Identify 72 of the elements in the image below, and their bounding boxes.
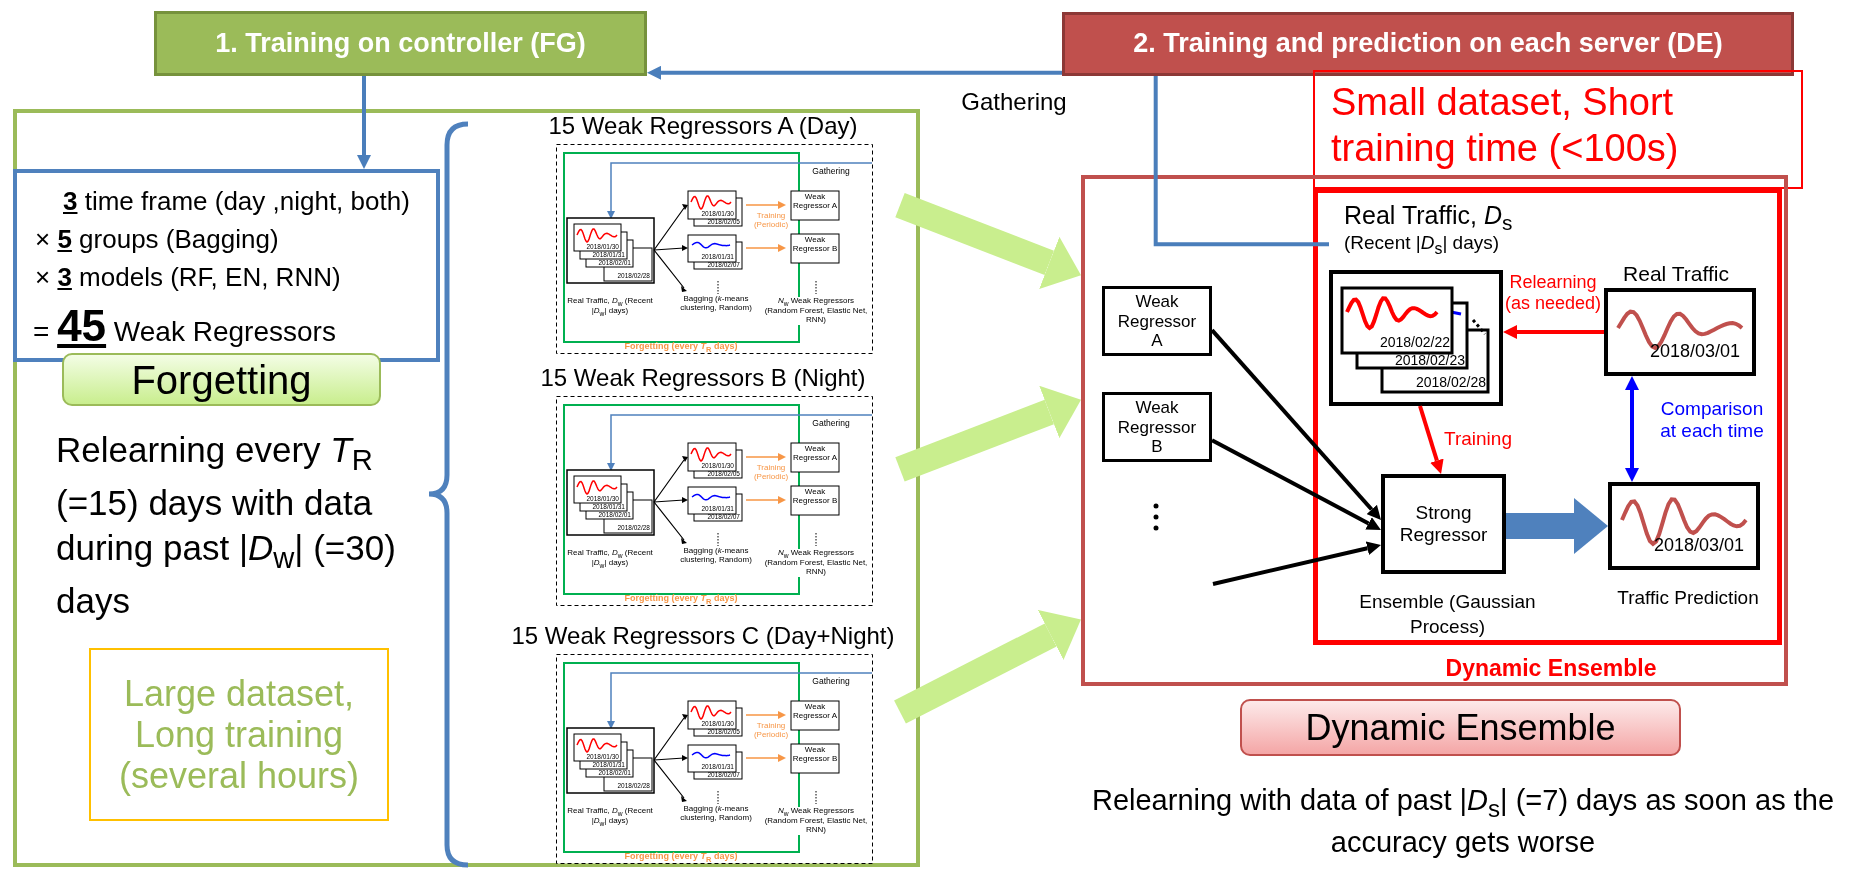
description-text: Ensemble (Gaussian Process) [1358, 590, 1537, 639]
description-text: Traffic Prediction [1616, 586, 1760, 610]
label-text: Real Traffic, D$_{w}$ (Recent |D$_{w}$| days) [566, 297, 654, 317]
note-box [1313, 70, 1803, 189]
label-text: Training (Periodic) [752, 212, 790, 230]
label-text: Weak Regressor B [791, 236, 839, 254]
label-text: Weak Regressor A [792, 703, 838, 721]
label-text: Forgetting (every T$_{R}$ days) [623, 342, 739, 355]
banner-title: 1. Training on controller (FG) [214, 28, 587, 59]
block-arrow [1506, 498, 1608, 554]
section-heading: 15 Weak Regressors A (Day) [548, 112, 858, 140]
box-label: Dynamic Ensemble [1304, 706, 1617, 749]
arrow [1212, 541, 1382, 586]
process-box [1102, 286, 1212, 356]
arrow [1211, 438, 1381, 530]
label-text: N$_{w}$ Weak Regressors (Random Forest, Elastic Net, RNN) [764, 297, 868, 325]
process-box [1102, 392, 1212, 462]
date-text: 2018/02/22 [1378, 335, 1450, 349]
heading-text: Real Traffic [1622, 262, 1730, 287]
label-text: Bagging (k-means clustering, Random) [679, 295, 753, 313]
arrow [1625, 376, 1639, 482]
section-heading: 15 Weak Regressors B (Night) [540, 364, 866, 392]
label-text: N$_{w}$ Weak Regressors (Random Forest, Elastic Net, RNN) [764, 807, 868, 835]
caption-text: Dynamic Ensemble [1444, 655, 1658, 682]
arrow [647, 65, 1062, 80]
label-text: Real Traffic, D$_{w}$ (Recent |D$_{w}$| days) [566, 549, 654, 569]
header-banner [1062, 12, 1794, 76]
info-text: × 5 groups (Bagging) [35, 225, 279, 255]
description-text: Relearning every T$_{R}$ (=15) days with data during past |D$_{w}$| (=30) days [56, 429, 397, 623]
note-box [89, 648, 389, 821]
date-text: 2018/03/01 [1652, 536, 1744, 554]
panel-frame [13, 109, 920, 867]
heading-text: (Recent |D$_{s}$| days) [1344, 232, 1500, 258]
label-text: Forgetting (every T$_{R}$ days) [623, 852, 739, 865]
date-text: 2018/03/01 [1648, 342, 1740, 360]
description-text: Relearning with data of past |D$_{s}$| (=7) days as soon as the accuracy gets worse [1090, 783, 1836, 861]
label-text: Real Traffic, D$_{w}$ (Recent |D$_{w}$| days) [566, 807, 654, 827]
arrow [1418, 405, 1444, 474]
label-text: Weak Regressor A [792, 193, 838, 211]
label-text: Bagging (k-means clustering, Random) [679, 547, 753, 565]
info-text: 3 time frame (day ,night, both) [63, 187, 410, 217]
box-label: Large dataset, Long training (several hours) [117, 672, 361, 797]
label-text: Weak Regressor B [791, 488, 839, 506]
label-text: Bagging (k-means clustering, Random) [679, 805, 753, 823]
box-label: Weak Regressor B [1116, 397, 1198, 457]
label-text: Gathering [811, 677, 851, 687]
block-arrow [894, 610, 1081, 724]
info-text: × 3 models (RF, EN, RNN) [35, 263, 341, 293]
label-text: Training (Periodic) [752, 722, 790, 740]
connector-line [1153, 76, 1329, 247]
edge-label: Relearning (as needed) [1503, 272, 1603, 314]
arrow [1210, 328, 1381, 520]
info-text: = 45 Weak Regressors [33, 301, 336, 352]
label-text: N$_{w}$ Weak Regressors (Random Forest, Elastic Net, RNN) [764, 549, 868, 577]
date-text: 2018/02/28 [1414, 375, 1486, 389]
banner-title: 2. Training and prediction on each server (DE) [1132, 28, 1724, 60]
label-text: Training (Periodic) [752, 464, 790, 482]
heading-text: Real Traffic, D$_{s}$ [1344, 201, 1513, 235]
box-label: Strong Regressor [1398, 502, 1489, 546]
section-heading: 15 Weak Regressors C (Day+Night) [511, 622, 895, 650]
label-text: Gathering [811, 167, 851, 177]
box-label: Weak Regressor A [1116, 291, 1198, 351]
label-text: Gathering [811, 419, 851, 429]
label-text: Weak Regressor A [792, 445, 838, 463]
arrow [357, 76, 371, 169]
date-text: 2018/02/23 [1393, 353, 1465, 367]
label-text: Weak Regressor B [791, 746, 839, 764]
note-text: Small dataset, Short training time (<100s) [1331, 80, 1680, 171]
box-label: Forgetting [130, 356, 313, 403]
label-text: Forgetting (every T$_{R}$ days) [623, 594, 739, 607]
header-banner [154, 11, 647, 76]
arrow [1503, 325, 1604, 339]
